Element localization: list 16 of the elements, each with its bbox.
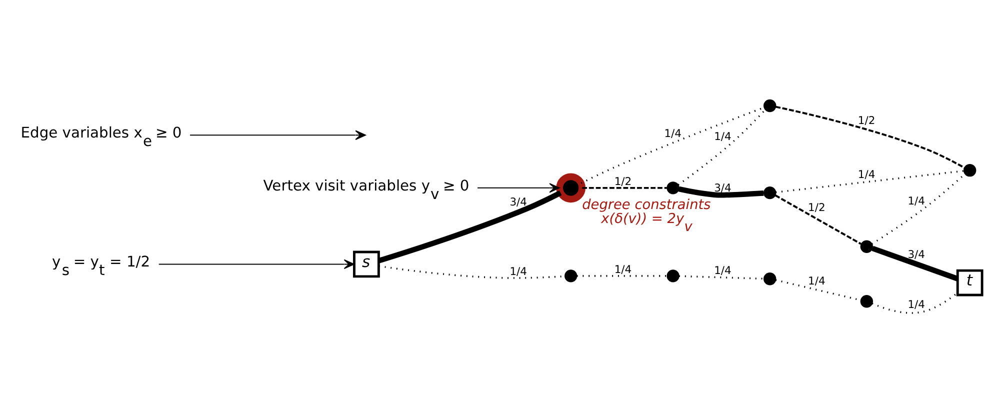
edge-label: 1/2 [808,201,826,214]
edge-label: 3/4 [908,248,926,262]
edge-label: 3/4 [714,182,732,195]
edge-label: 3/4 [510,195,528,208]
edge-label: 1/2 [614,174,632,188]
edge-label: 1/2 [858,114,876,128]
edge-label: 1/4 [908,298,926,312]
edge-label: 1/4 [714,130,732,143]
edge-label: 1/4 [858,168,876,181]
edge-label: 1/4 [908,194,926,208]
edge-label: 1/4 [614,262,632,276]
edge-label: 1/4 [664,126,682,140]
node-label: degree constraints [582,197,711,214]
edge-label: 1/4 [808,274,826,288]
edge-label: 1/4 [510,264,528,278]
edge-label: 1/4 [714,264,732,277]
